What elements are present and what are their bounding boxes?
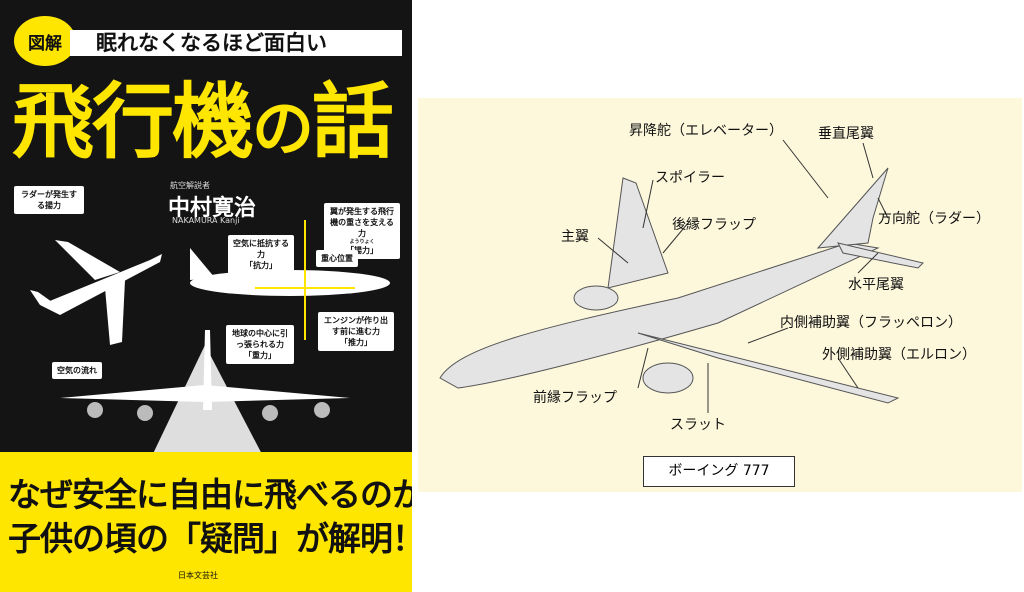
label-gravity: 地球の中心に引っ張られる力「重力」 — [226, 325, 294, 364]
title-main: 飛行機 — [12, 75, 254, 170]
label-text: 「重力」 — [244, 351, 276, 360]
force-arrows — [255, 220, 355, 340]
near-wing — [637, 332, 900, 404]
label-text: 空気に抵抗する力 — [233, 239, 289, 259]
label-spoiler: スポイラー — [655, 170, 725, 186]
label-rudder: 方向舵（ラダー） — [878, 211, 990, 227]
plane-right — [190, 248, 390, 296]
diagram-panel: 昇降舵（エレベーター） 垂直尾翼 スポイラー 方向舵（ラダー） 主翼 後縁フラッ… — [418, 98, 1022, 492]
author-name-en: NAKAMURA Kanji — [172, 216, 240, 225]
boeing-777-illustration — [439, 139, 924, 413]
book-title: 飛行機の話 — [12, 75, 394, 174]
label-thrust: エンジンが作り出す前に進む力「推力」 — [318, 312, 394, 351]
yellow-band — [0, 452, 412, 592]
label-trailing-flap: 後縁フラップ — [672, 217, 756, 233]
author-name: 中村寛治 — [168, 196, 257, 221]
subtitle: 眠れなくなるほど面白い — [70, 30, 402, 56]
label-slat: スラット — [670, 417, 726, 433]
label-vertical-stabilizer: 垂直尾翼 — [818, 126, 874, 142]
label-text: エンジンが作り出す前に進む力 — [324, 316, 388, 336]
label-airflow: 空気の流れ — [52, 362, 102, 379]
label-drag: 空気に抵抗する力「抗力」 — [228, 235, 294, 274]
plane-left — [30, 240, 162, 345]
label-text: 地球の中心に引っ張られる力 — [232, 329, 288, 349]
cover-illustration — [30, 220, 390, 460]
far-wing — [607, 177, 669, 289]
vertical-stabilizer — [816, 167, 889, 249]
label-text: 「抗力」 — [245, 261, 277, 270]
label-leading-flap: 前縁フラップ — [533, 390, 617, 406]
fuselage — [439, 242, 880, 389]
far-engine — [573, 285, 619, 311]
label-text: 「推力」 — [340, 338, 372, 347]
model-caption: ボーイング 777 — [643, 456, 795, 487]
band-line-1: なぜ安全に自由に飛べるのか — [8, 475, 412, 514]
label-horizontal-stabilizer: 水平尾翼 — [848, 277, 904, 293]
label-main-wing: 主翼 — [561, 229, 589, 245]
label-outboard-aileron: 外側補助翼（エルロン） — [822, 347, 976, 363]
plane-front — [60, 330, 350, 421]
label-cg: 重心位置 — [316, 250, 358, 267]
label-elevator: 昇降舵（エレベーター） — [629, 123, 783, 139]
publisher: 日本文芸社 — [178, 571, 218, 580]
author-role: 航空解説者 — [170, 181, 210, 190]
badge: 図解 — [14, 16, 76, 66]
label-inboard-aileron: 内側補助翼（フラッペロン） — [780, 315, 962, 331]
leader-lines — [597, 139, 889, 413]
horizontal-stabilizer — [837, 242, 924, 269]
title-end: 話 — [312, 75, 394, 170]
label-wing-lift: 翼が発生する飛行機の重さを支える力ようりょく「揚力」 — [324, 203, 400, 259]
title-no: の — [252, 92, 314, 165]
label-text: 翼が発生する飛行機の重さを支える力 — [330, 207, 394, 238]
book-cover: 図解 眠れなくなるほど面白い 飛行機の話 ラダーが発生する揚力 航空解説者 中村… — [0, 0, 412, 592]
band-line-2: 子供の頃の「疑問」が解明！ — [8, 519, 412, 558]
label-text: 「揚力」 — [346, 246, 378, 255]
near-engine — [642, 362, 694, 394]
label-rudder-lift: ラダーが発生する揚力 — [14, 186, 84, 214]
ruby: ようりょく — [349, 239, 375, 245]
